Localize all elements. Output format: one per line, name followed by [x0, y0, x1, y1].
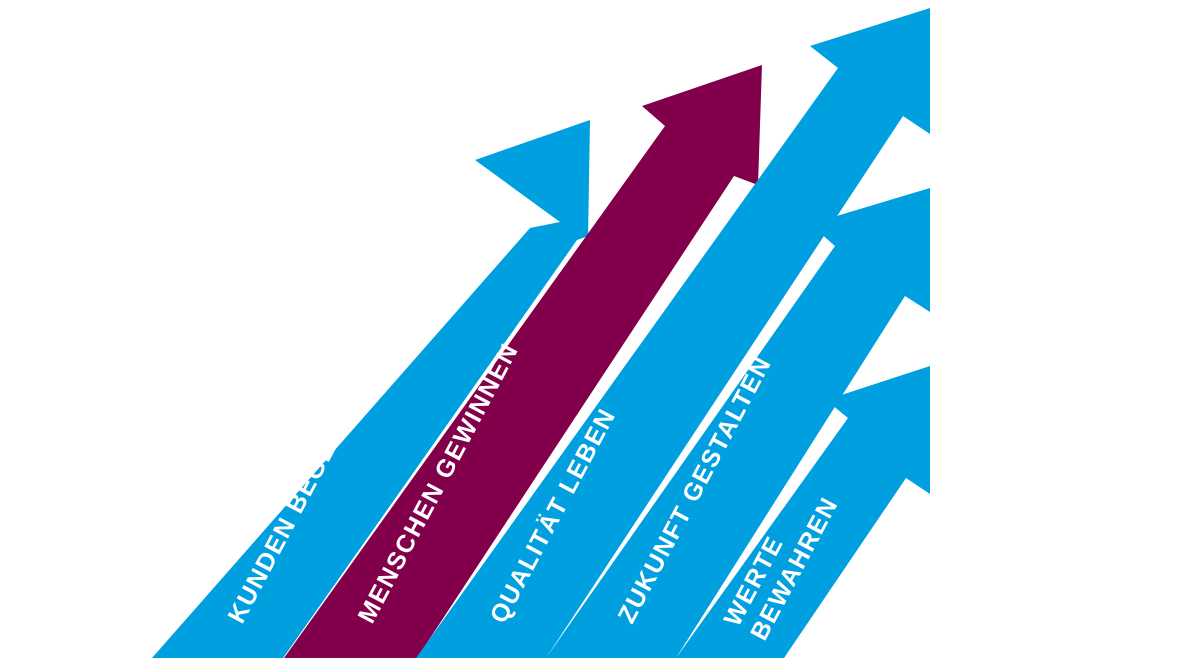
arrow-shape [416, 8, 930, 658]
arrow-shape [152, 120, 590, 658]
arrow-shape [284, 65, 762, 658]
arrow-shape [676, 366, 930, 658]
arrow-shape [546, 188, 930, 658]
